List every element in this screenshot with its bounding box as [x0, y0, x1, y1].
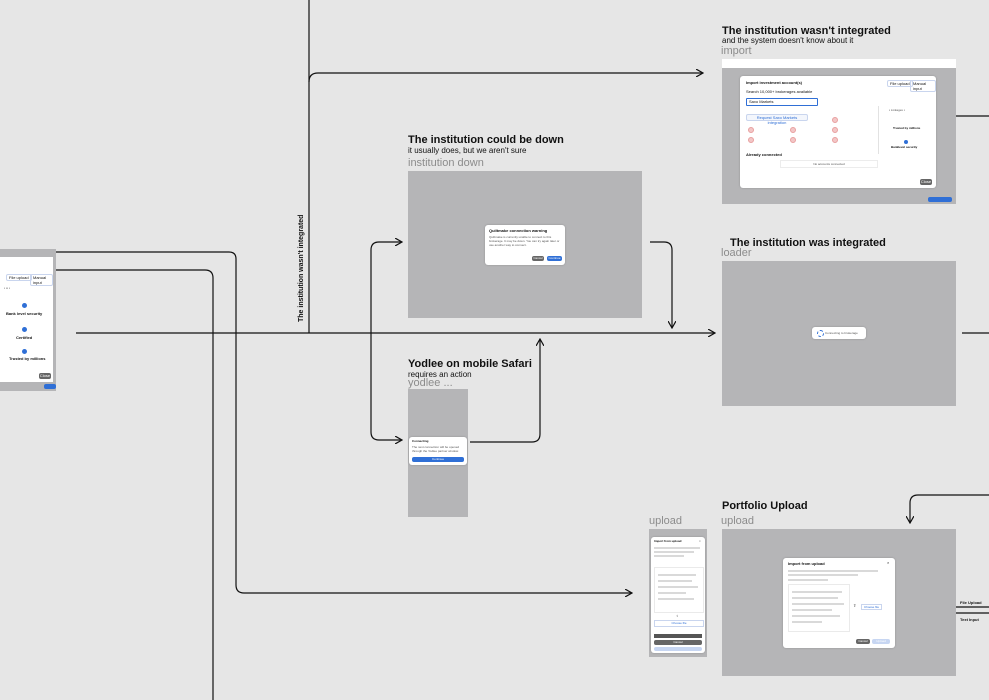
import-manual-input-button[interactable]: Manual input — [910, 80, 936, 92]
brokerage-dot[interactable] — [748, 127, 754, 133]
spinner-icon — [817, 330, 824, 337]
down-title: The institution could be down — [408, 134, 564, 146]
portfolio-title: Portfolio Upload — [722, 500, 808, 512]
brokerage-dot[interactable] — [790, 137, 796, 143]
frame-institution-down: Quiltmake connection warning Quiltmake i… — [408, 171, 642, 318]
down-label: institution down — [408, 157, 484, 169]
close-icon[interactable]: × — [887, 560, 890, 565]
down-modal-text: Quiltmake is currently unable to connect… — [489, 235, 560, 247]
connector-label-text-input: Text Input — [960, 617, 979, 622]
portfolio-textarea[interactable] — [788, 584, 850, 632]
down-modal: Quiltmake connection warning Quiltmake i… — [485, 225, 565, 265]
mobile-upload-button[interactable] — [654, 647, 702, 651]
loader-title: The institution was integrated — [730, 237, 886, 249]
yodlee-modal-title: Connecting — [412, 439, 429, 443]
down-modal-title: Quiltmake connection warning — [489, 228, 548, 233]
import-label: import — [721, 45, 752, 57]
import-side-panel: ▪ Linkages ▪ Trusted by millions Banklev… — [878, 106, 933, 154]
frame-left-partial: File upload Manual input ▪ ▪▪ ▪ Bank lev… — [0, 249, 56, 391]
left-manual-input-button[interactable]: Manual input — [30, 274, 53, 286]
badge-icon — [22, 327, 27, 332]
left-partial-panel: File upload Manual input ▪ ▪▪ ▪ Bank lev… — [0, 257, 53, 382]
portfolio-modal: Import from upload × ⇪ Choose file Cance… — [783, 558, 895, 648]
import-title: The institution wasn't integrated — [722, 25, 891, 37]
yodlee-modal-text: The next connection will be opened throu… — [412, 445, 460, 453]
brokerage-dot[interactable] — [832, 127, 838, 133]
loader-label: loader — [721, 247, 752, 259]
mobile-cancel-button[interactable]: Cancel — [654, 640, 702, 645]
down-cancel-button[interactable]: Cancel — [532, 256, 544, 261]
left-continue-button[interactable] — [44, 384, 56, 389]
mobile-upload-modal: Import from upload × ⇪ Choose file Cance… — [651, 537, 705, 653]
import-modal: Import investment account(s) File upload… — [740, 76, 936, 188]
portfolio-choose-file[interactable]: Choose file — [861, 604, 883, 610]
connector-label-file-upload: File Upload — [960, 600, 982, 605]
portfolio-label: upload — [721, 515, 755, 527]
mobile-separator — [654, 634, 702, 638]
mobile-upload-label: upload — [649, 515, 683, 527]
import-search-input[interactable]: Saxo Markets — [746, 98, 818, 106]
import-next-button[interactable] — [928, 197, 952, 202]
import-security-heading: Banklevel security — [891, 145, 918, 149]
left-trusted-heading: Trusted by millions — [9, 356, 46, 361]
upload-icon: ⇪ — [676, 614, 679, 618]
import-subtitle: and the system doesn't know about it — [722, 36, 854, 45]
import-already-connected: Already connected — [746, 152, 782, 157]
portfolio-cancel-button[interactable]: Cancel — [856, 639, 870, 644]
people-icon — [22, 349, 27, 354]
yodlee-title: Yodlee on mobile Safari — [408, 358, 532, 370]
import-modal-title: Import investment account(s) — [746, 80, 803, 85]
portfolio-modal-title: Import from upload — [788, 561, 825, 566]
import-header-bar — [722, 59, 956, 68]
lock-icon — [904, 140, 908, 144]
import-request-chip[interactable]: Request Saxo Markets integration — [746, 114, 808, 125]
import-file-upload-button[interactable]: File upload — [887, 80, 913, 87]
mobile-choose-file[interactable]: Choose file — [654, 620, 704, 627]
brokerage-dot[interactable] — [832, 117, 838, 123]
brokerage-dot[interactable] — [790, 127, 796, 133]
mobile-upload-textarea[interactable] — [654, 567, 704, 613]
loader-text: Connecting to brokerage — [825, 331, 858, 335]
brokerage-dot[interactable] — [832, 137, 838, 143]
shield-icon — [22, 303, 27, 308]
left-logos: ▪ ▪▪ ▪ — [4, 286, 10, 290]
upload-icon: ⇪ — [853, 603, 857, 608]
import-no-accounts: No accounts connected — [780, 160, 878, 168]
left-security-heading: Bank level security — [6, 311, 43, 316]
portfolio-upload-button[interactable]: Upload — [872, 639, 890, 644]
frame-loader: Connecting to brokerage — [722, 261, 956, 406]
left-certified-heading: Certified — [16, 335, 33, 340]
frame-yodlee: Connecting The next connection will be o… — [408, 389, 468, 517]
import-trusted-heading: Trusted by millions — [893, 126, 921, 130]
yodlee-modal: Connecting The next connection will be o… — [409, 437, 467, 465]
yodlee-continue-button[interactable]: Continue — [412, 457, 464, 462]
yodlee-subtitle: requires an action — [408, 370, 472, 379]
frame-portfolio-upload: Import from upload × ⇪ Choose file Cance… — [722, 529, 956, 676]
import-logos: ▪ Linkages ▪ — [889, 108, 905, 112]
loader-modal: Connecting to brokerage — [812, 327, 866, 339]
frame-import: Import investment account(s) File upload… — [722, 59, 956, 204]
brokerage-dot[interactable] — [748, 137, 754, 143]
left-file-upload-button[interactable]: File upload — [6, 274, 32, 281]
import-close-button[interactable]: Close — [920, 179, 932, 185]
frame-mobile-upload: Import from upload × ⇪ Choose file Cance… — [649, 529, 707, 657]
import-search-label: Search 10,000+ brokerages available — [746, 89, 813, 94]
mobile-upload-title: Import from upload — [654, 539, 682, 543]
yodlee-label: yodlee ... — [408, 377, 453, 389]
left-close-button[interactable]: Close — [39, 373, 51, 379]
close-icon[interactable]: × — [699, 539, 701, 543]
connector-label-not-integrated: The institution wasn't integrated — [298, 214, 305, 322]
down-continue-button[interactable]: Continue — [547, 256, 562, 261]
down-subtitle: it usually does, but we aren't sure — [408, 146, 527, 155]
